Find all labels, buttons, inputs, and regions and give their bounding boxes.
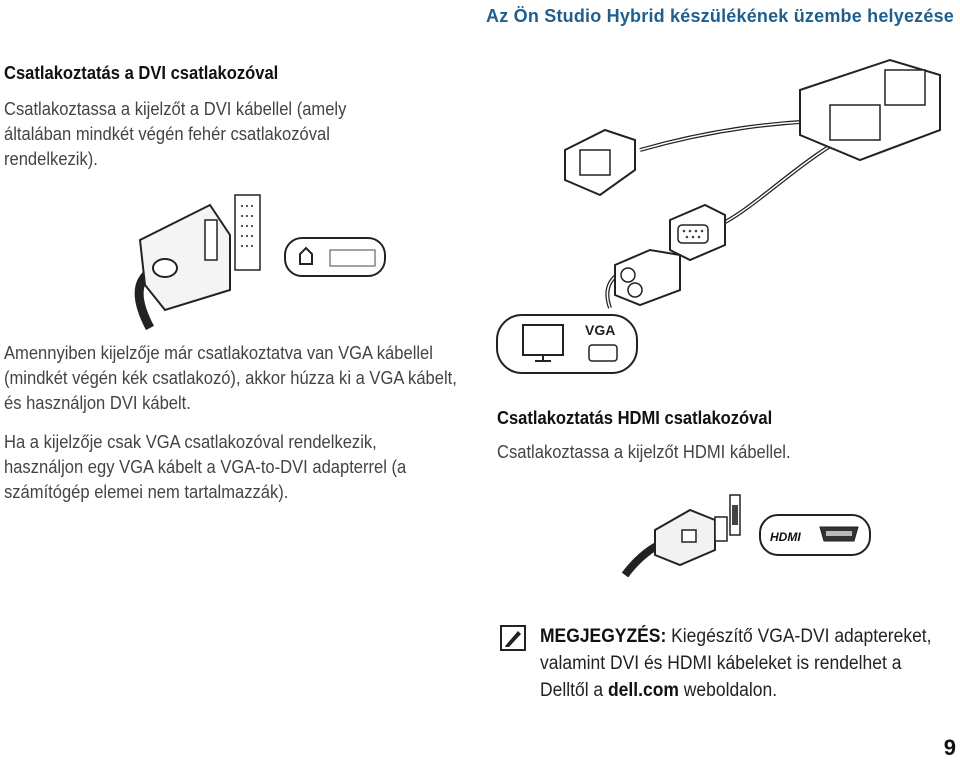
hdmi-connection-illustration: HDMI xyxy=(621,494,871,578)
hdmi-intro-text: Csatlakoztassa a kijelzőt HDMI kábellel. xyxy=(497,442,791,462)
monitor-icon xyxy=(522,324,564,362)
vga-label: VGA xyxy=(585,322,615,338)
dvi-section-title: Csatlakoztatás a DVI csatlakozóval xyxy=(4,63,279,83)
note-body-end: weboldalon. xyxy=(678,680,778,701)
dvi-paragraph-1: Amennyiben kijelzője már csatlakoztatva … xyxy=(4,343,457,413)
note-label: MEGJEGYZÉS: xyxy=(540,626,667,647)
dvi-notes: Amennyiben kijelzője már csatlakoztatva … xyxy=(4,341,459,505)
hdmi-logo-text: HDMI xyxy=(770,530,801,544)
page-number: 9 xyxy=(943,735,956,760)
vga-port-icon: VGA xyxy=(496,314,638,374)
vga-dvi-adapter-illustration xyxy=(564,58,941,309)
note-text: MEGJEGYZÉS: Kiegészítő VGA-DVI adapterek… xyxy=(540,623,936,704)
running-head: Az Ön Studio Hybrid készülékének üzembe … xyxy=(486,6,954,26)
note-body: Kiegészítő VGA-DVI adaptereket, valamint… xyxy=(540,626,932,701)
hdmi-section-title: Csatlakoztatás HDMI csatlakozóval xyxy=(497,408,773,428)
dvi-intro: Csatlakoztassa a kijelzőt a DVI kábellel… xyxy=(4,97,418,172)
hdmi-intro: Csatlakoztassa a kijelzőt HDMI kábellel. xyxy=(497,440,920,465)
dell-link[interactable]: dell.com xyxy=(608,680,679,701)
dvi-intro-text: Csatlakoztassa a kijelzőt a DVI kábellel… xyxy=(4,99,347,169)
dvi-paragraph-2: Ha a kijelzője csak VGA csatlakozóval re… xyxy=(4,432,407,502)
note-pencil-icon xyxy=(500,625,526,651)
dvi-connection-illustration xyxy=(134,194,386,330)
